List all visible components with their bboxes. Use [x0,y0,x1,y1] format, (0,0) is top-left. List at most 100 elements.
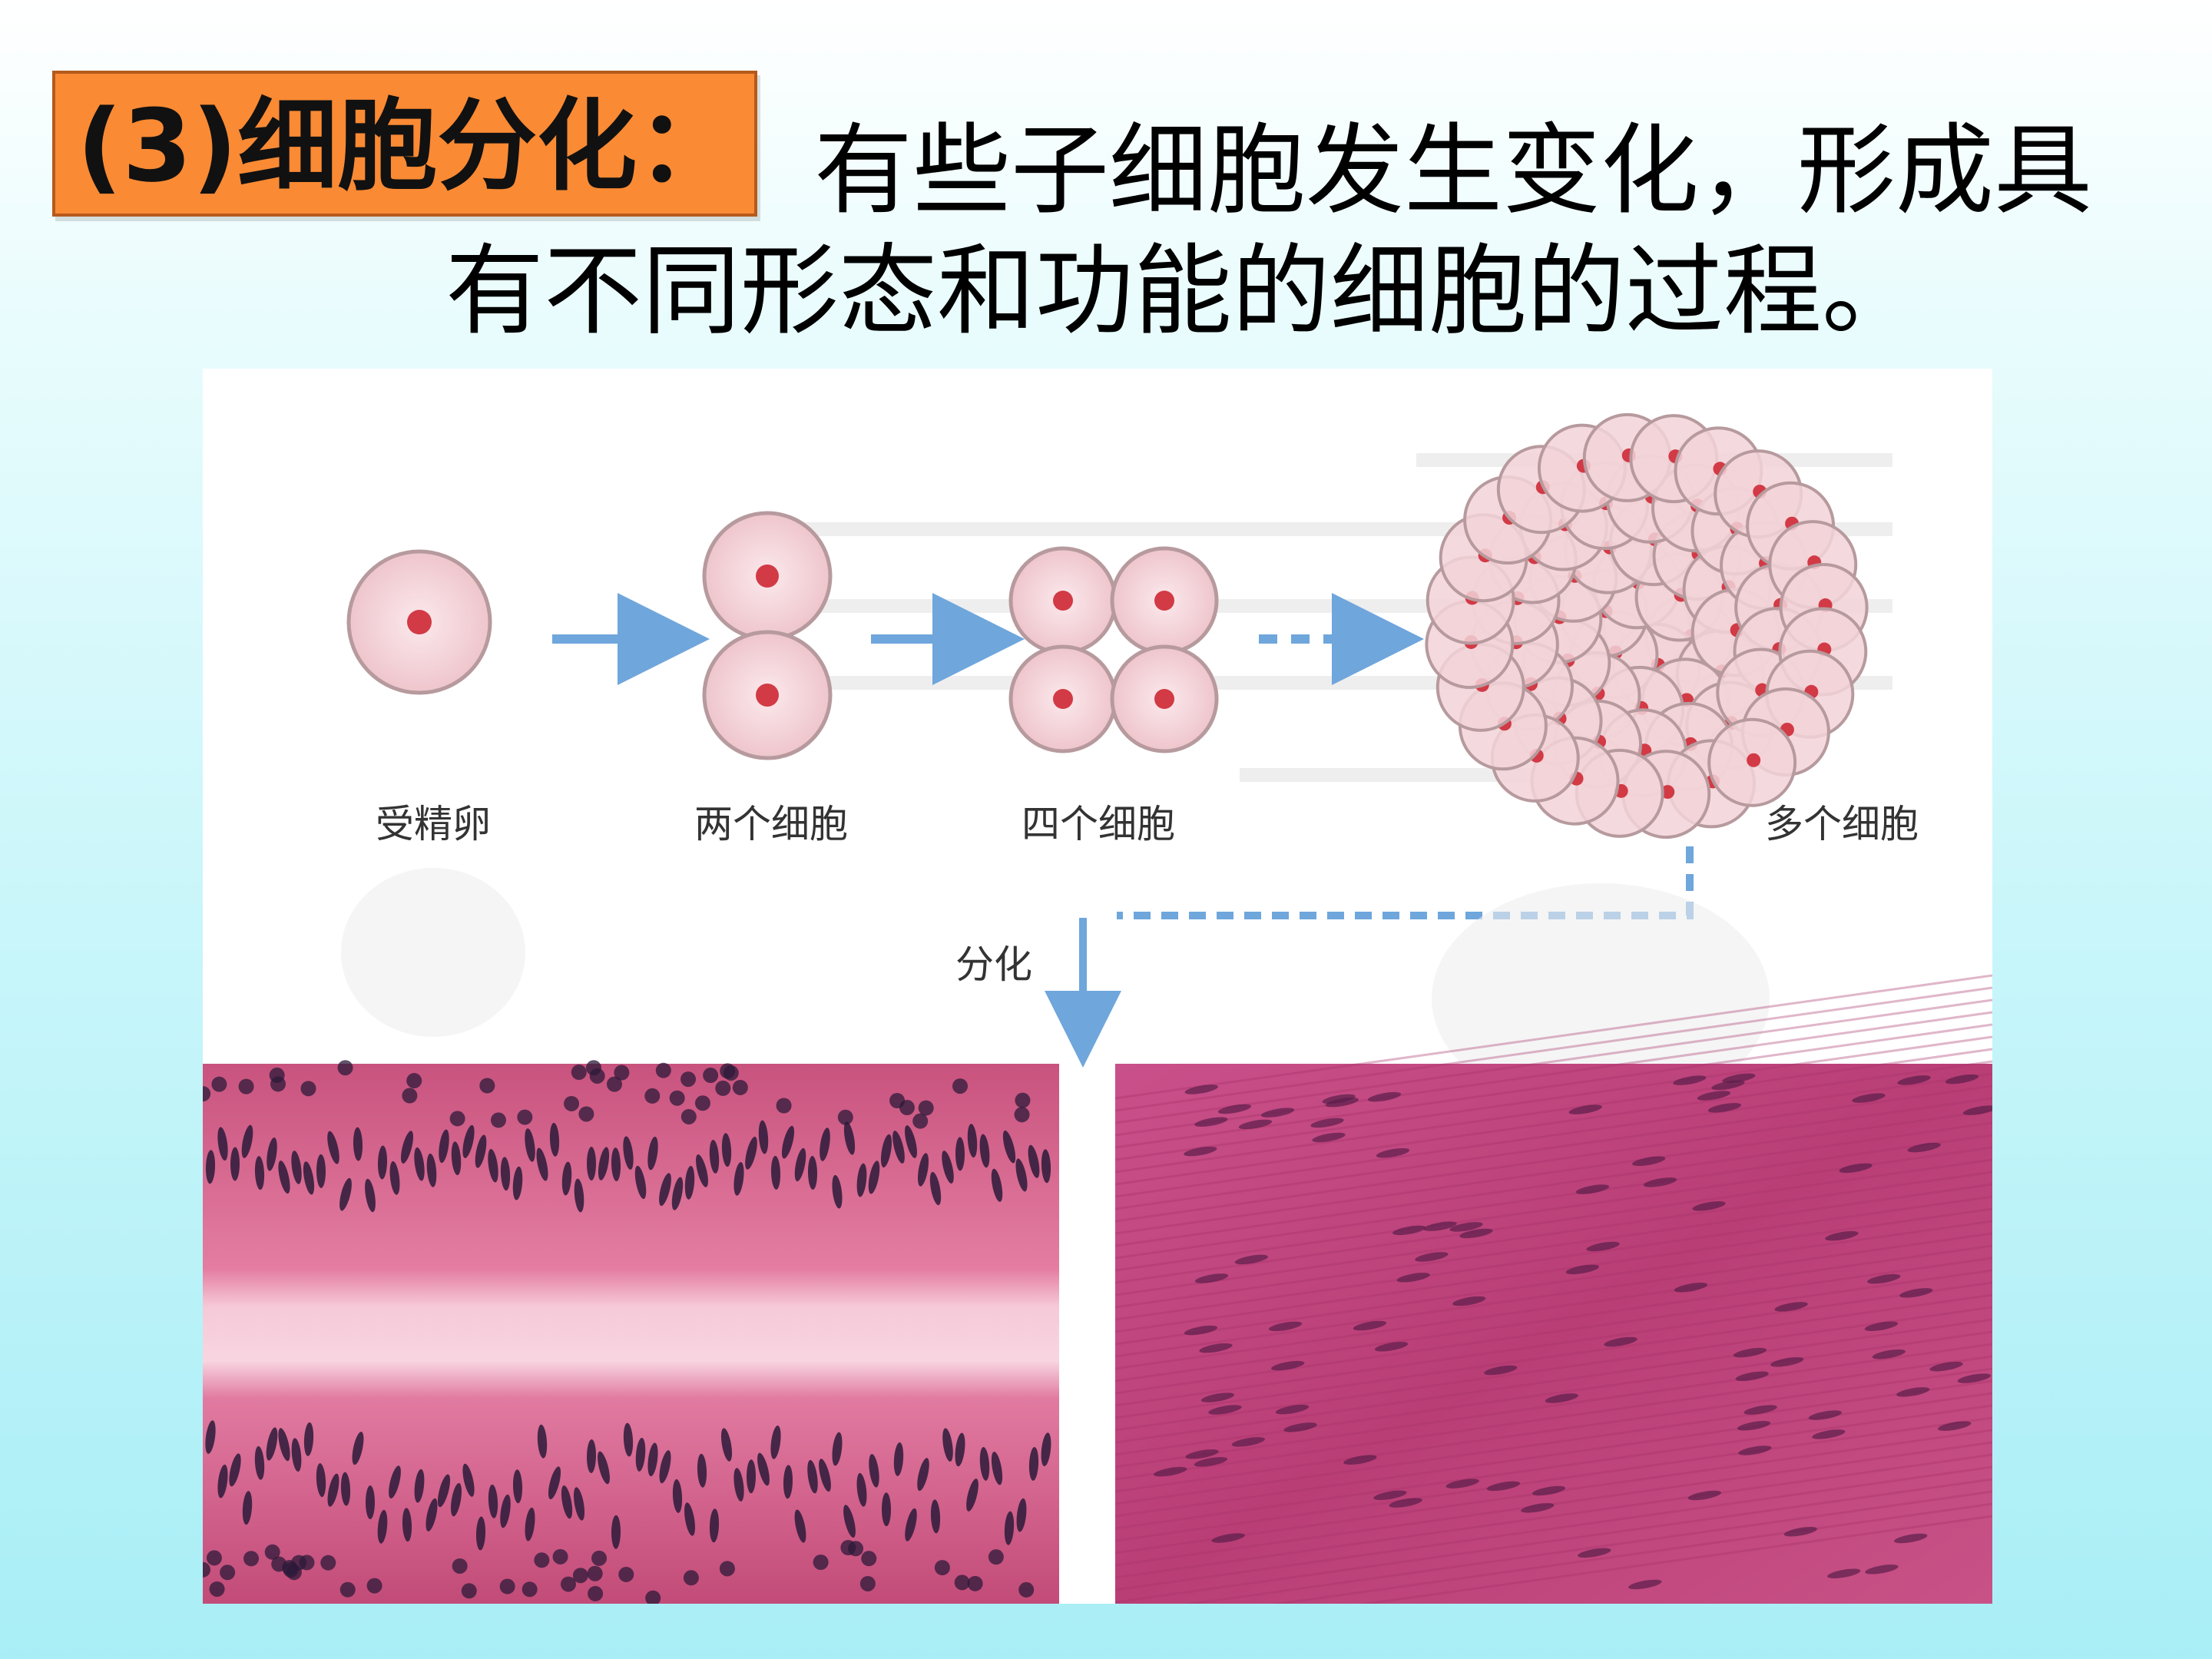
tissue-nucleus [352,1432,364,1465]
tissue-nucleus [1376,1147,1410,1158]
tissue-nucleus [1929,1361,1963,1372]
tissue-nucleus [618,1566,634,1582]
tissue-nucleus [217,1464,228,1498]
tissue-nucleus [1016,1498,1027,1532]
tissue-nucleus [1041,1432,1051,1467]
tissue-nucleus [1231,1437,1265,1447]
tissue-nucleus [243,1551,260,1567]
tissue-nucleus [400,1131,414,1164]
tissue-nucleus [203,1086,211,1102]
tissue-nucleus [988,1549,1004,1565]
tissue-nucleus [647,1442,658,1477]
stage-label-four-cells: 四个细胞 [1022,802,1175,846]
tissue-nucleus [1271,1360,1305,1371]
tissue-nucleus [1687,1490,1722,1501]
tissue-nucleus [1565,1264,1600,1275]
tissue-nucleus [807,1459,818,1494]
tissue-nucleus [340,1472,351,1506]
tissue-nucleus [217,1127,228,1161]
tissue-nucleus [794,1509,806,1543]
tissue-nucleus [490,1112,506,1128]
tissue-nucleus [1735,1371,1769,1382]
tissue-nucleus [634,1165,647,1200]
muscle-fiber [1114,1257,1992,1382]
tissue-nucleus [561,1485,573,1519]
tissue-nucleus [647,1136,658,1171]
muscle-fiber [1114,1134,1992,1260]
tissue-nucleus [966,1479,979,1512]
muscle-fiber [1114,1244,1992,1370]
tissue-nucleus [1586,1241,1620,1252]
tissue-nucleus [1839,1163,1873,1174]
tissue-nucleus [1459,1228,1493,1239]
tissue-nucleus [659,1450,671,1484]
tissue-nucleus [264,1544,280,1560]
tissue-nucleus [1452,1296,1486,1306]
tissue-nucleus [820,1128,830,1161]
muscle-fiber [1114,1171,1992,1296]
tissue-nucleus [1937,1421,1972,1431]
muscle-fiber [1114,1367,1992,1493]
tissue-nucleus [1770,1357,1804,1367]
muscle-fiber [1114,1220,1992,1346]
tissue-nucleus [1628,1579,1662,1590]
muscle-fiber [1114,1072,1992,1198]
many-cells [1425,412,1869,839]
tissue-nucleus [669,1090,685,1106]
tissue-nucleus [856,1472,867,1507]
tissue-nucleus [320,1555,336,1571]
tissue-nucleus [1812,1429,1846,1439]
tissue-nucleus [1004,1511,1015,1545]
tissue-nucleus [500,1494,511,1528]
tissue-nucleus [1028,1144,1040,1178]
tissue-nucleus [1897,1075,1931,1085]
tissue-nucleus [406,1073,422,1089]
zygote-cell [346,549,492,695]
tissue-nucleus [1738,1445,1772,1455]
tissue-nucleus [680,1108,697,1124]
arrow-label-differentiation: 分化 [955,942,1032,987]
tissue-nucleus [254,1445,265,1480]
tissue-nucleus [462,1124,475,1158]
tissue-nucleus [1234,1254,1269,1265]
tissue-nucleus [203,1561,211,1578]
tissue-nucleus [1865,1565,1899,1575]
tissue-nucleus [861,1551,877,1567]
tissue-nucleus [1486,1481,1521,1492]
tissue-nucleus [832,1432,843,1466]
tissue-nucleus [709,1508,720,1543]
tissue-nucleus [1484,1365,1518,1376]
tissue-nucleus [220,1565,236,1581]
tissue-nucleus [1194,1457,1228,1467]
tissue-nucleus [721,1133,732,1167]
muscle-fiber [1114,1441,1992,1567]
tissue-nucleus [781,1125,795,1159]
tissue-nucleus [437,1474,451,1508]
heading-label: (3)细胞分化： [77,88,737,204]
muscle-fiber [1114,1084,1992,1210]
tissue-nucleus [512,1469,523,1504]
tissue-nucleus [942,1428,953,1462]
tissue-nucleus [254,1156,265,1190]
tissue-nucleus [694,1095,710,1111]
tissue-nucleus [1962,1105,1992,1115]
tissue-nucleus [1154,1466,1187,1477]
tissue-nucleus [614,1065,630,1081]
tissue-nucleus [715,1080,731,1096]
tissue-nucleus [1396,1273,1430,1283]
muscle-fiber [1114,1293,1992,1419]
tissue-nucleus [1774,1302,1808,1312]
tissue-nucleus [843,1505,856,1538]
tissue-nucleus [955,1137,965,1171]
muscle-fiber [1114,1392,1992,1518]
tissue-nucleus [881,1492,892,1527]
muscle-fiber [1114,1318,1992,1444]
tissue-nucleus [537,1424,548,1459]
tissue-nucleus [585,1060,601,1076]
tissue-nucleus [1343,1455,1377,1465]
tissue-nucleus [573,1487,585,1521]
tissue-nucleus [475,1516,486,1551]
tissue-nucleus [979,1134,990,1168]
tissue-nucleus [819,1459,831,1492]
tissue-nucleus [1899,1288,1933,1298]
